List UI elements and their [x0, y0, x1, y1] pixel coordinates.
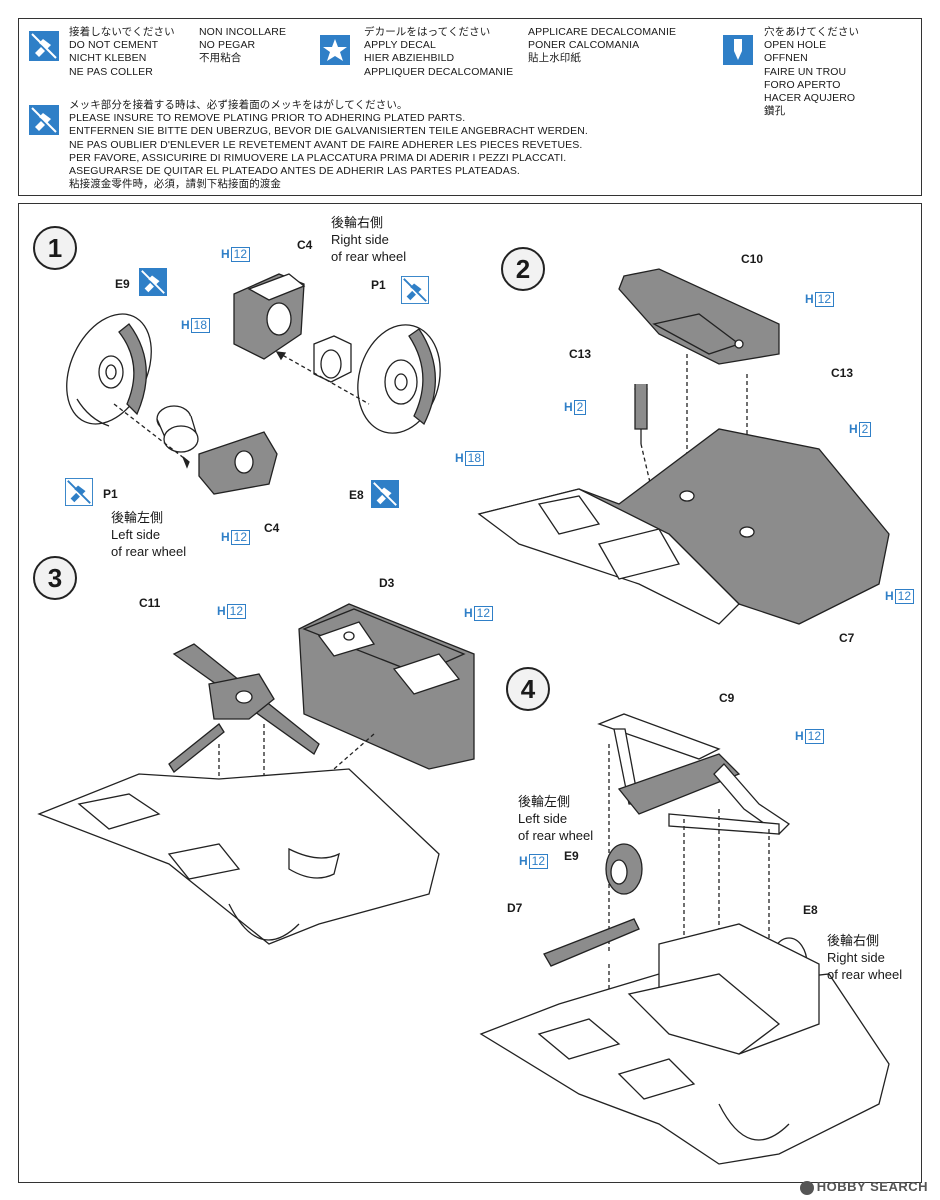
part-label-d7: D7 [507, 901, 523, 915]
step2-drawing [477, 268, 890, 625]
step3-drawing [37, 603, 475, 945]
step-4-number: 4 [506, 667, 550, 711]
callout-right-rear-wheel-4: 後輪右側 Right side of rear wheel [827, 933, 903, 982]
callout-right-rear-wheel-1: 後輪右側 Right side of rear wheel [331, 215, 407, 264]
no-cement-text: 接着しないでください DO NOT CEMENT NICHT KLEBEN NE… [69, 26, 175, 78]
part-label-c4-top: C4 [297, 238, 313, 252]
open-hole-icon [723, 35, 753, 65]
part-label-c7: C7 [839, 631, 855, 645]
part-label-p1-left: P1 [103, 487, 118, 501]
apply-decal-text-2: APPLICARE DECALCOMANIE PONER CALCOMANIA … [528, 26, 677, 65]
part-label-c4-bottom: C4 [264, 521, 280, 535]
part-label-c11: C11 [139, 596, 161, 610]
callout-left-rear-wheel-4: 後輪左側 Left side of rear wheel [518, 794, 594, 843]
instruction-legend: 接着しないでください DO NOT CEMENT NICHT KLEBEN NE… [18, 18, 922, 196]
part-label-c13-left: C13 [569, 347, 592, 361]
part-label-e8: E8 [349, 488, 364, 502]
part-label-e9-step4: E9 [564, 849, 579, 863]
do-not-cement-icon [401, 276, 429, 304]
assembly-diagram-area: 1 2 3 4 C4 E9 P1 後輪右側 Right side of rear… [18, 203, 922, 1183]
part-label-e9: E9 [115, 277, 130, 291]
part-label-c10: C10 [741, 252, 764, 266]
do-not-cement-icon [65, 478, 93, 506]
part-label-e8-step4: E8 [803, 903, 818, 917]
part-label-c9: C9 [719, 691, 735, 705]
callout-left-rear-wheel-1: 後輪左側 Left side of rear wheel [111, 510, 187, 559]
step-1-number: 1 [33, 226, 77, 270]
do-not-cement-icon [29, 31, 59, 61]
step4-drawing [479, 713, 890, 1165]
step-3-number: 3 [33, 556, 77, 600]
open-hole-text: 穴をあけてください OPEN HOLE OFFNEN FAIRE UN TROU… [764, 26, 860, 118]
part-label-p1-right: P1 [371, 278, 386, 292]
part-label-d3: D3 [379, 576, 395, 590]
watermark: HOBBY SEARCH [799, 1179, 928, 1195]
no-cement-text-2: NON INCOLLARE NO PEGAR 不用粘合 [199, 26, 287, 65]
part-label-c13-right: C13 [831, 366, 854, 380]
remove-plating-icon [29, 105, 59, 135]
step1-drawing [66, 273, 441, 495]
plating-warning-text: メッキ部分を接着する時は、必ず接着面のメッキをはがしてください。 PLEASE … [69, 99, 588, 191]
do-not-cement-icon [371, 480, 399, 508]
step-2-number: 2 [501, 247, 545, 291]
apply-decal-icon [320, 35, 350, 65]
assembly-drawings [37, 268, 890, 1165]
do-not-cement-icon [139, 268, 167, 296]
watermark-logo-icon [799, 1181, 814, 1195]
apply-decal-text: デカールをはってください APPLY DECAL HIER ABZIEHBILD… [364, 26, 514, 78]
